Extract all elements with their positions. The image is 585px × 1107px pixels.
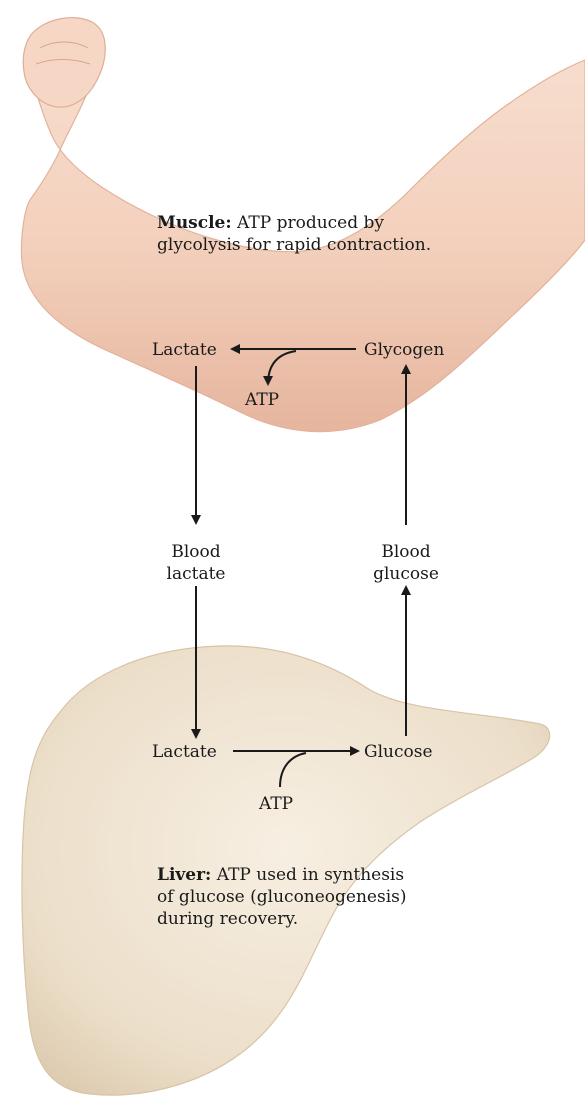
muscle-caption-text: ATP produced by <box>232 213 384 233</box>
muscle-caption-line1: Muscle: ATP produced by <box>157 212 384 234</box>
blood-glucose-label-line1: Blood <box>381 541 430 563</box>
muscle-lactate-label: Lactate <box>152 339 217 361</box>
muscle-atp-label: ATP <box>245 389 279 411</box>
glycogen-label: Glycogen <box>364 339 444 361</box>
liver-atp-label: ATP <box>259 793 293 815</box>
liver-caption-line3: during recovery. <box>157 908 298 930</box>
liver-caption-line2: of glucose (gluconeogenesis) <box>157 886 407 908</box>
muscle-caption-heading: Muscle: <box>157 213 232 233</box>
blood-lactate-label-line1: Blood <box>171 541 220 563</box>
muscle-caption-line2: glycolysis for rapid contraction. <box>157 234 431 256</box>
blood-glucose-label-line2: glucose <box>373 563 439 585</box>
liver-caption-text: ATP used in synthesis <box>211 865 404 885</box>
blood-lactate-label-line2: lactate <box>167 563 226 585</box>
glucose-label: Glucose <box>364 741 433 763</box>
fist-shape <box>23 18 105 108</box>
liver-lactate-label: Lactate <box>152 741 217 763</box>
liver-caption-heading: Liver: <box>157 865 211 885</box>
liver-caption-line1: Liver: ATP used in synthesis <box>157 864 404 886</box>
